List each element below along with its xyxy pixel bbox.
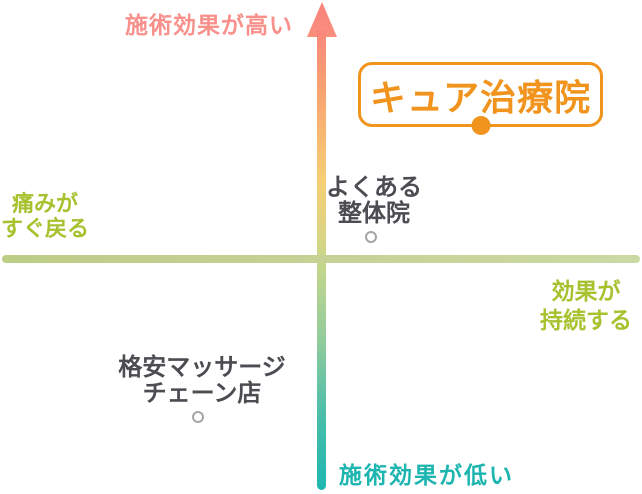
competitor-typical-seitai-label: よくある 整体院 xyxy=(304,175,444,227)
axis-label-right-line1: 効果が xyxy=(551,278,621,304)
axis-label-left: 痛みが すぐ戻る xyxy=(0,191,90,241)
axis-label-left-line2: すぐ戻る xyxy=(0,216,89,241)
cure-clinic-box: キュア治療院 xyxy=(358,62,603,135)
axis-label-top: 施術効果が高い xyxy=(125,12,293,38)
cure-clinic-marker-dot xyxy=(471,116,490,135)
axis-label-right-line2: 持続する xyxy=(540,307,632,333)
axis-label-left-line1: 痛みが xyxy=(11,191,78,216)
typical-seitai-marker-dot xyxy=(365,231,377,243)
competitor-cheap-massage-line2: チェーン店 xyxy=(142,380,262,407)
cure-clinic-label: キュア治療院 xyxy=(369,77,592,118)
axis-label-bottom: 施術効果が低い xyxy=(339,462,514,488)
competitor-typical-seitai-line1: よくある xyxy=(326,174,422,201)
competitor-cheap-massage-label: 格安マッサージ チェーン店 xyxy=(92,355,312,407)
cheap-massage-marker-dot xyxy=(192,411,204,423)
competitor-cheap-massage-line1: 格安マッサージ xyxy=(118,354,286,381)
horizontal-axis-line xyxy=(2,255,640,263)
axis-label-right: 効果が 持続する xyxy=(536,277,636,335)
competitor-typical-seitai-line2: 整体院 xyxy=(338,200,410,227)
